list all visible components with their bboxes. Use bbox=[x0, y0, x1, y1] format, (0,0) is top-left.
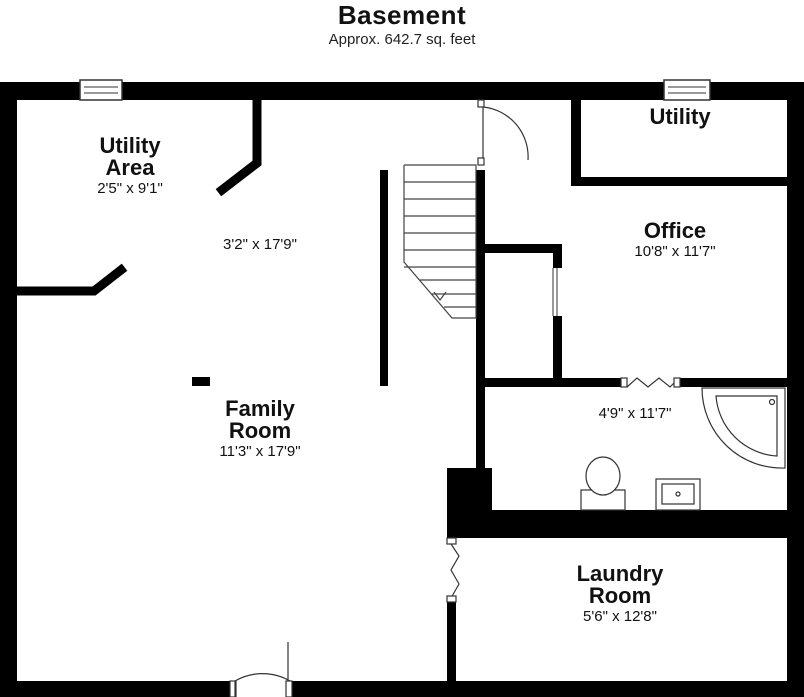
sink-fixture bbox=[655, 478, 701, 511]
room-dims-family-room: 11'3" x 17'9" bbox=[219, 443, 301, 460]
plan-area-subtitle: Approx. 642.7 sq. feet bbox=[328, 31, 476, 48]
shower-fixture bbox=[701, 387, 786, 469]
door-stair-top bbox=[477, 99, 529, 166]
room-label-hall: 3'2" x 17'9" bbox=[200, 235, 320, 252]
room-label-utility-area: Utility Area 2'5" x 9'1" bbox=[60, 133, 200, 197]
room-label-office: Office 10'8" x 11'7" bbox=[600, 218, 750, 260]
wall-right bbox=[787, 82, 804, 697]
room-label-utility: Utility bbox=[620, 106, 740, 128]
staircase bbox=[380, 164, 485, 470]
bath-top-wall bbox=[476, 378, 787, 387]
plan-title: Basement bbox=[337, 0, 467, 30]
room-dims-laundry-room: 5'6" x 12'8" bbox=[583, 608, 657, 625]
room-name-utility-area-line1: Utility bbox=[99, 133, 161, 158]
utility-room-walls bbox=[571, 100, 787, 186]
room-dims-hall: 3'2" x 17'9" bbox=[223, 236, 297, 253]
utility-area-walls bbox=[12, 95, 262, 296]
closet bbox=[485, 244, 562, 380]
room-name-laundry-room-line2: Room bbox=[588, 583, 652, 608]
room-label-laundry-room: Laundry Room 5'6" x 12'8" bbox=[545, 561, 695, 625]
wall-left bbox=[0, 82, 17, 697]
room-label-family-room: Family Room 11'3" x 17'9" bbox=[185, 396, 335, 460]
bifold-door-office bbox=[620, 377, 681, 388]
wall-bottom-left bbox=[0, 681, 230, 697]
family-room-wall-stub bbox=[192, 377, 210, 386]
room-name-laundry-room-line1: Laundry bbox=[576, 561, 664, 586]
room-dims-utility-area: 2'5" x 9'1" bbox=[97, 180, 163, 197]
window-top-right bbox=[663, 79, 711, 101]
door-bottom bbox=[229, 642, 293, 697]
window-top-left bbox=[79, 79, 123, 101]
toilet-fixture bbox=[580, 456, 626, 511]
bath-bottom-wall bbox=[447, 468, 787, 681]
room-name-family-room-line2: Room bbox=[228, 418, 292, 443]
wall-top bbox=[0, 82, 804, 100]
bifold-door-laundry bbox=[446, 537, 460, 603]
room-name-utility-area-line2: Area bbox=[105, 155, 155, 180]
outer-walls bbox=[0, 82, 804, 697]
room-label-bath: 4'9" x 11'7" bbox=[570, 404, 700, 421]
room-name-office: Office bbox=[643, 218, 707, 243]
room-name-utility: Utility bbox=[649, 104, 711, 129]
room-dims-office: 10'8" x 11'7" bbox=[634, 243, 716, 260]
wall-bottom-right bbox=[292, 681, 804, 697]
room-name-family-room-line1: Family bbox=[225, 396, 295, 421]
room-dims-bath: 4'9" x 11'7" bbox=[598, 405, 672, 422]
